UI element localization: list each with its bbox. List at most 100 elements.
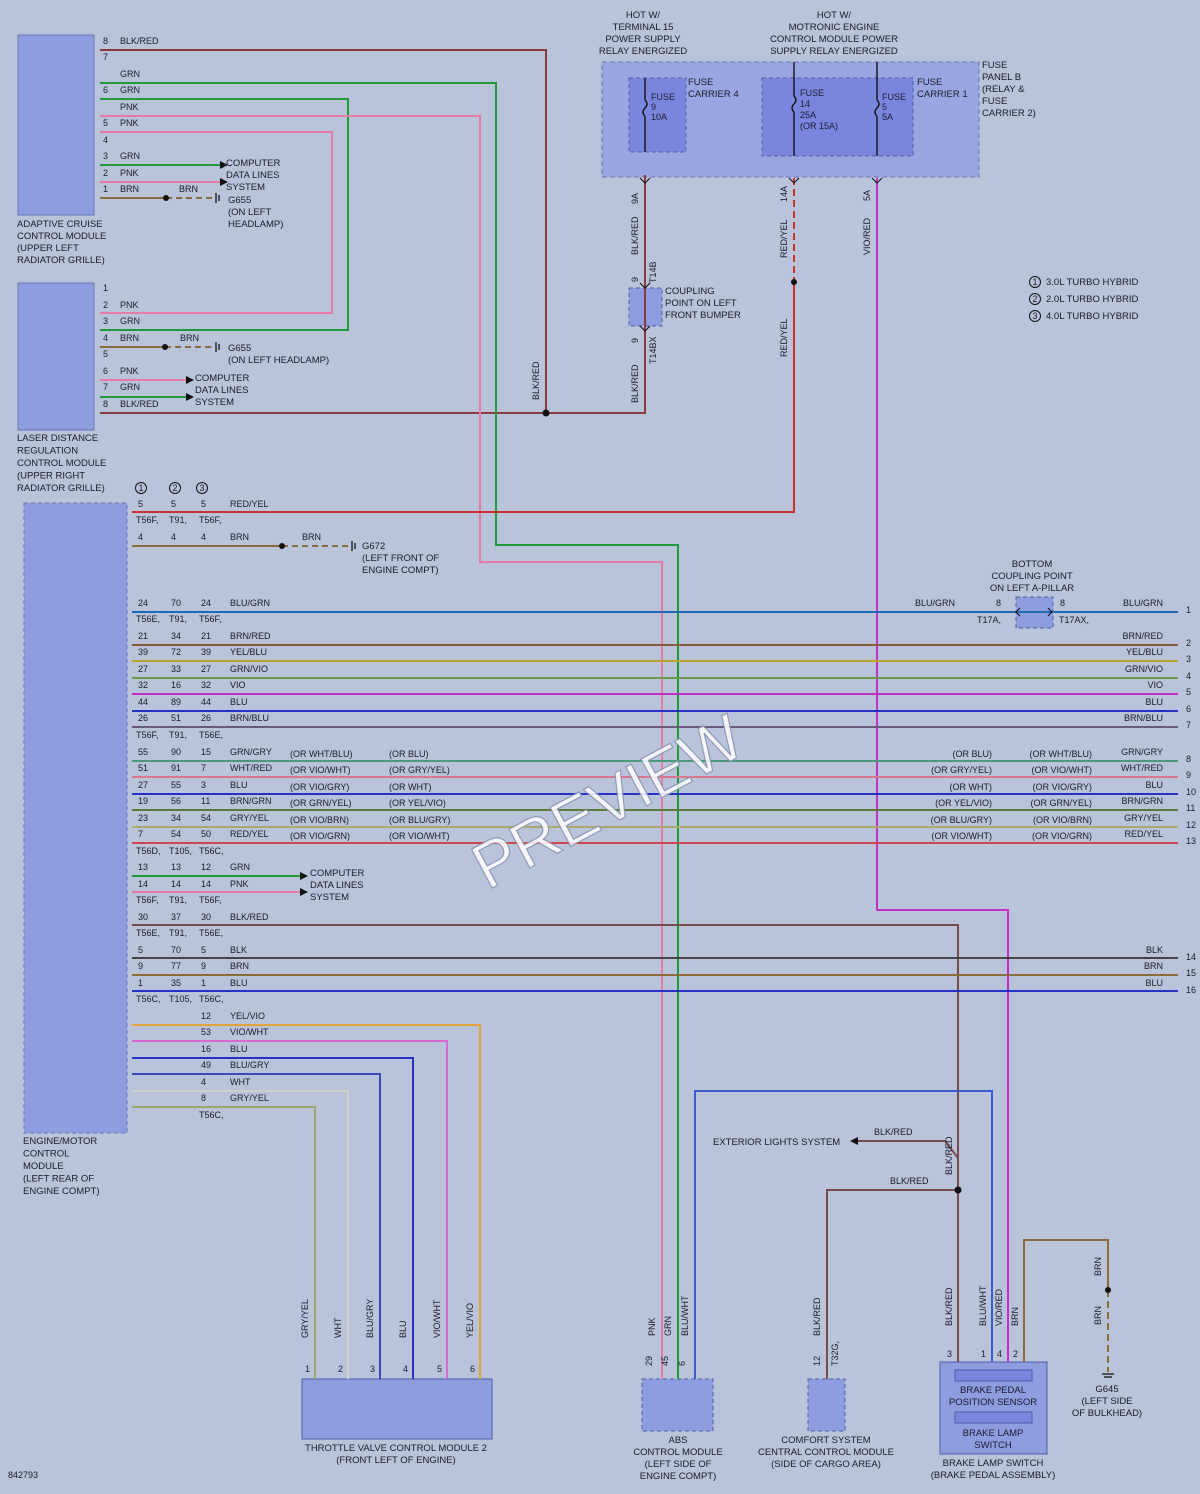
blkred-fuse9-label: BLK/RED <box>630 216 640 255</box>
ecm-ref: 7 <box>1186 720 1191 730</box>
ecm-computer-data-line-0: COMPUTER <box>310 868 365 879</box>
brake-pin: 1 <box>981 1349 986 1359</box>
comfort-blkred-top: BLK/RED <box>890 1176 929 1186</box>
ldr-computer-data-line-2: SYSTEM <box>195 397 234 408</box>
throttle-wire-label: YEL/VIO <box>465 1303 475 1338</box>
ecm-ref: 10 <box>1186 787 1196 797</box>
fuse-carrier1-label-line-0: FUSE <box>917 77 942 88</box>
ecm-wire-label: YEL/BLU <box>230 647 267 657</box>
fuse-9-icon <box>642 78 648 152</box>
legend-text: 3.0L TURBO HYBRID <box>1046 277 1139 288</box>
ecm-pin: 4 <box>171 532 176 542</box>
ldr-module-label-line-3: (UPPER RIGHT <box>17 471 85 482</box>
ecm-wire-label: VIO <box>230 680 246 690</box>
ecm-connector: T56F, <box>199 515 222 525</box>
fuse-14-icon <box>791 62 797 156</box>
ecm-alt-right-b: (OR VIO/GRY) <box>1033 782 1092 792</box>
abs-wire-label: PNK <box>647 1317 657 1336</box>
ecm-pin: 8 <box>201 1093 206 1103</box>
coupling-front-label-line-0: COUPLING <box>665 286 715 297</box>
ecm-pin: 39 <box>138 647 148 657</box>
ecm-connector: T105, <box>169 846 192 856</box>
t17a-label: T17A, <box>977 615 1001 625</box>
ldr-pin: 5 <box>103 349 108 359</box>
fuse-carrier-1 <box>761 77 914 157</box>
ecm-pin: 72 <box>171 647 181 657</box>
fuse-carrier-4 <box>628 77 687 153</box>
ecm-pin: 39 <box>201 647 211 657</box>
ecm-alt-right-a: (OR GRY/YEL) <box>931 765 992 775</box>
ecm-computer-data-line-1: DATA LINES <box>310 880 364 891</box>
hot-label-motronic-line-3: SUPPLY RELAY ENERGIZED <box>770 46 898 57</box>
exterior-lights-label: EXTERIOR LIGHTS SYSTEM <box>713 1137 840 1148</box>
ecm-alt-b: (OR WHT) <box>389 782 432 792</box>
ecm-pin: 15 <box>201 747 211 757</box>
hot-label-motronic-line-1: MOTRONIC ENGINE <box>789 22 880 33</box>
ecm-pin: 16 <box>171 680 181 690</box>
ecm-wire-label: BLK <box>230 945 247 955</box>
brake-wire-label: BRN <box>1010 1307 1020 1326</box>
ecm-wire-label: GRY/YEL <box>230 1093 269 1103</box>
splice-redyel <box>791 279 797 285</box>
legend-num: 1 <box>1032 277 1037 287</box>
ecm-pin: 7 <box>201 763 206 773</box>
ecm-connector: T56E, <box>136 928 160 938</box>
adaptive-cruise-module <box>17 34 95 216</box>
ecm-pin: 44 <box>201 697 211 707</box>
ldr-wire-label: PNK <box>120 300 139 310</box>
ecm-pin: 34 <box>171 631 181 641</box>
ecm-alt-a: (OR VIO/GRN) <box>290 831 350 841</box>
acc-wire-label: PNK <box>120 102 139 112</box>
ldr-wire-label: GRN <box>120 316 140 326</box>
comfort-pin: 12 <box>812 1356 822 1366</box>
acc-pin: 8 <box>103 36 108 46</box>
ecm-wire-label: BLK/RED <box>230 912 269 922</box>
brake-pin: 2 <box>1013 1349 1018 1359</box>
ecm-wire-label: BLU/GRY <box>230 1060 269 1070</box>
fuse-panel-label-line-1: PANEL B <box>982 72 1021 83</box>
acc-pin: 6 <box>103 85 108 95</box>
fuse9-label-line-2: 10A <box>651 112 667 122</box>
ecm-alt-right-b: (OR VIO/GRN) <box>1032 831 1092 841</box>
ecm-alt-b: (OR VIO/WHT) <box>389 831 450 841</box>
a-pillar-pin-left: 8 <box>996 598 1001 608</box>
hot-label-motronic-line-0: HOT W/ <box>817 10 851 21</box>
ecm-pin: 32 <box>138 680 148 690</box>
acc-wire-label: BRN <box>120 184 139 194</box>
legend-num: 2 <box>1032 294 1037 304</box>
abs-wire-label: BLU/WHT <box>680 1295 690 1336</box>
abs-module-label-line-3: ENGINE COMPT) <box>640 1471 717 1482</box>
ecm-connector: T56C, <box>199 1110 224 1120</box>
wire-thr-4 <box>132 1057 414 1379</box>
ecm-wire-label: BRN <box>230 532 249 542</box>
ecm-pin: 89 <box>171 697 181 707</box>
ldr-wire-label: BRN <box>120 333 139 343</box>
throttle-module-label-line-0: THROTTLE VALVE CONTROL MODULE 2 <box>305 1443 487 1454</box>
g645-label-line-2: OF BULKHEAD) <box>1072 1408 1142 1419</box>
ecm-ref: 12 <box>1186 820 1196 830</box>
ecm-pin: 4 <box>138 532 143 542</box>
wire-comfort <box>826 1189 958 1379</box>
ground-g672-icon <box>351 541 356 551</box>
ldr-module-label-line-1: REGULATION <box>17 446 78 457</box>
ecm-ref: 3 <box>1186 654 1191 664</box>
hot-label-motronic-line-2: CONTROL MODULE POWER <box>770 34 898 45</box>
ecm-connector: T56C, <box>199 994 224 1004</box>
abs-control-module <box>641 1378 714 1432</box>
ecm-ref: 4 <box>1186 671 1191 681</box>
ecm-wire-label: BLU <box>230 780 248 790</box>
ecm-pin: 30 <box>201 912 211 922</box>
fuse5-label-line-1: 5 <box>882 102 887 112</box>
fuse-carrier4-label-line-1: CARRIER 4 <box>688 89 739 100</box>
ecm-ref: 11 <box>1186 803 1195 813</box>
ecm-pin: 5 <box>201 945 206 955</box>
ecm-alt-b: (OR BLU) <box>389 749 429 759</box>
wire-thr-5 <box>132 1040 448 1379</box>
acc-pin: 2 <box>103 168 108 178</box>
ecm-pin: 54 <box>171 829 181 839</box>
ecm-alt-right-a: (OR WHT) <box>950 782 993 792</box>
acc-module-label-line-1: CONTROL MODULE <box>17 231 106 242</box>
g645-label-line-1: (LEFT SIDE <box>1081 1396 1132 1407</box>
